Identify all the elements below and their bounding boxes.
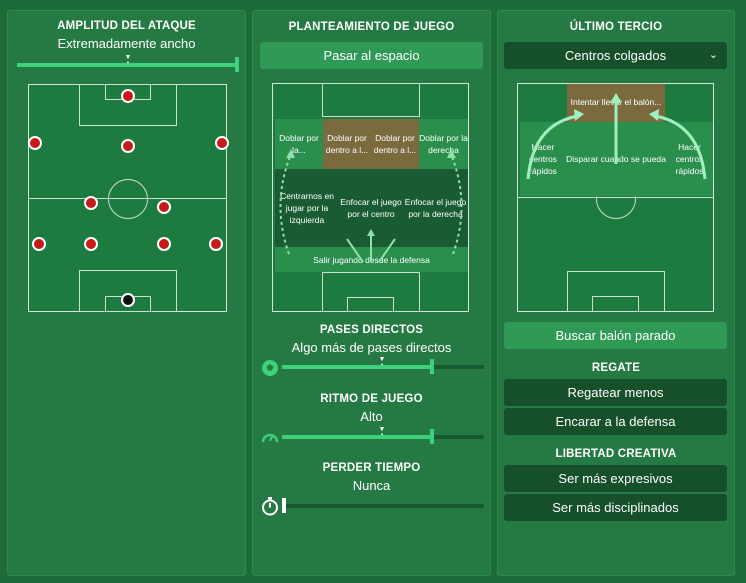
zone-underlap-right[interactable]: Doblar por dentro a l... [371, 119, 419, 169]
time-wasting-title: PERDER TIEMPO [322, 462, 421, 474]
dribbling-title: REGATE [591, 362, 641, 374]
final-third-arrows-icon [526, 93, 707, 180]
crossing-select-value: Centros colgados [564, 48, 667, 63]
build-up-title: PLANTEAMIENTO DE JUEGO [288, 21, 455, 33]
tempo-slider-fill [282, 435, 434, 439]
attack-width-slider-handle[interactable] [235, 57, 239, 72]
player-right-center-back[interactable] [157, 237, 171, 251]
player-left-center-back[interactable] [84, 237, 98, 251]
player-right-back[interactable] [209, 237, 223, 251]
tempo-title: RITMO DE JUEGO [320, 393, 423, 405]
tempo-value: Alto [360, 409, 383, 424]
time-wasting-slider-handle[interactable] [282, 498, 286, 513]
player-goalkeeper[interactable] [121, 293, 135, 307]
build-up-pitch: Doblar por la... Doblar por dentro a l..… [272, 83, 469, 312]
attack-width-slider-fill [17, 63, 239, 67]
player-left-winger[interactable] [28, 136, 42, 150]
time-wasting-value: Nunca [352, 478, 391, 493]
direct-passing-value: Algo más de pases directos [291, 340, 452, 355]
final-third-title: ÚLTIMO TERCIO [569, 21, 663, 33]
stopwatch-icon [262, 497, 278, 516]
build-up-arrows-icon [279, 149, 463, 263]
attack-width-value: Extremadamente ancho [57, 36, 196, 51]
zone-underlap-left[interactable]: Doblar por dentro a l... [323, 119, 371, 169]
be-more-expressive-button[interactable]: Ser más expresivos [504, 465, 727, 492]
build-up-panel: PLANTEAMIENTO DE JUEGO Pasar al espacio … [252, 10, 491, 576]
dribble-less-button[interactable]: Regatear menos [504, 379, 727, 406]
player-left-back[interactable] [32, 237, 46, 251]
zone-overlap-left[interactable]: Doblar por la... [275, 119, 323, 169]
be-more-disciplined-button[interactable]: Ser más disciplinados [504, 494, 727, 521]
crossing-select[interactable]: Centros colgados ⌄ [504, 42, 727, 69]
pass-into-space-button[interactable]: Pasar al espacio [260, 42, 483, 69]
zone-focus-right[interactable]: Enfocar el juego por la derecha [403, 169, 468, 247]
zone-overlap-right[interactable]: Doblar por la derecha [419, 119, 468, 169]
attack-width-panel: AMPLITUD DEL ATAQUE Extremadamente ancho… [7, 10, 246, 576]
football-icon [262, 360, 278, 376]
player-left-midfielder[interactable] [84, 196, 98, 210]
final-third-panel: ÚLTIMO TERCIO Centros colgados ⌄ Intenta… [497, 10, 735, 576]
direct-passing-title: PASES DIRECTOS [319, 324, 424, 336]
player-striker[interactable] [121, 89, 135, 103]
direct-passing-slider-handle[interactable] [430, 359, 434, 374]
time-wasting-slider[interactable] [282, 504, 484, 508]
player-right-midfielder[interactable] [157, 200, 171, 214]
player-right-winger[interactable] [215, 136, 229, 150]
speedometer-icon [261, 433, 279, 443]
chevron-down-icon: ⌄ [708, 49, 718, 61]
direct-passing-slider-fill [282, 365, 434, 369]
creative-freedom-title: LIBERTAD CREATIVA [555, 448, 677, 460]
tempo-slider-handle[interactable] [430, 429, 434, 444]
look-for-set-pieces-button[interactable]: Buscar balón parado [504, 322, 727, 349]
player-attacking-midfielder[interactable] [121, 139, 135, 153]
final-third-pitch: Intentar llevar el balón... Hacer centro… [517, 83, 714, 312]
formation-pitch [28, 84, 229, 312]
attack-width-title: AMPLITUD DEL ATAQUE [57, 20, 196, 32]
zone-focus-left[interactable]: Centrarnos en jugar por la izquierda [275, 169, 339, 247]
run-at-defence-button[interactable]: Encarar a la defensa [504, 408, 727, 435]
